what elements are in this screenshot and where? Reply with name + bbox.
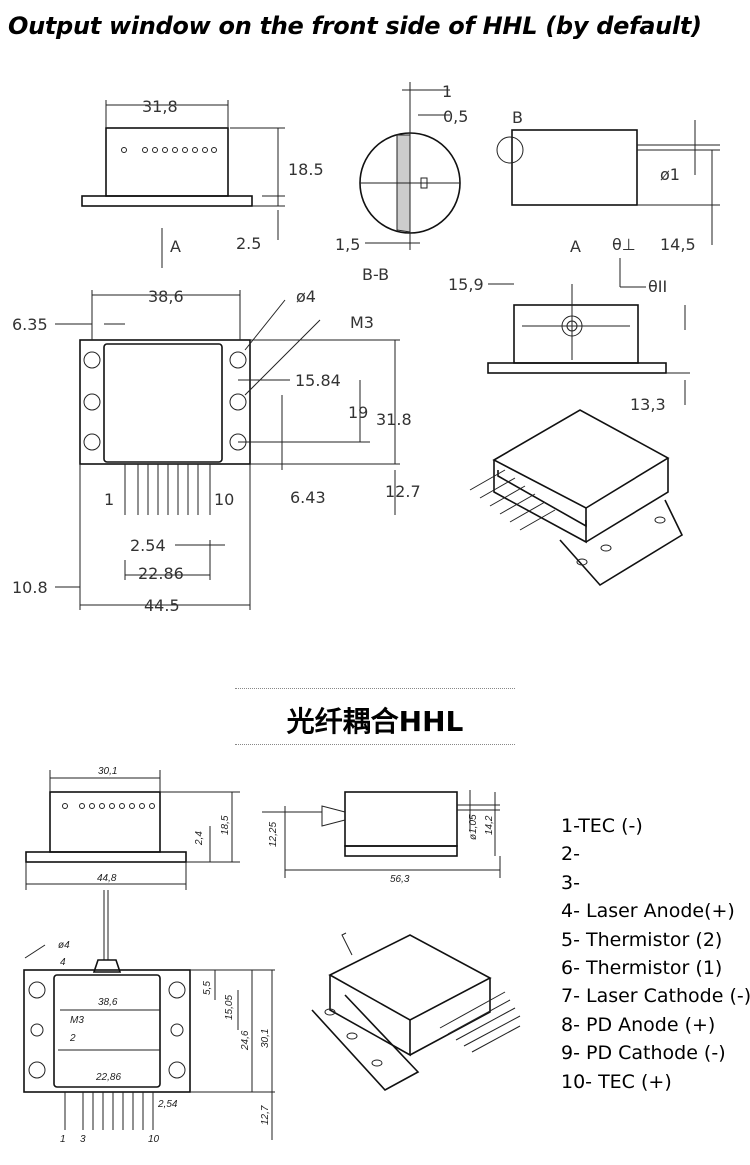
pin-1-label: 1 (104, 490, 114, 509)
pin-list-item: 7- Laser Cathode (-) (561, 985, 750, 1008)
pin-10-label-b: 10 (148, 1134, 160, 1145)
view-b: B ø1 14,5 (496, 108, 720, 254)
dim-15-9: 15,9 (448, 275, 484, 294)
section-bb-label: B-B (362, 265, 389, 284)
view-b-label: B (512, 108, 523, 127)
bottom-side-view: 12,25 ø1,05 14,2 56,3 (262, 790, 501, 885)
dim-10-8: 10.8 (12, 578, 48, 597)
theta-par: θII (648, 277, 667, 296)
dim-d1: ø1 (660, 165, 680, 184)
dim-4-b: 4 (60, 957, 66, 968)
dim-22-86-b: 22,86 (95, 1072, 121, 1083)
theta-perp: θ⊥ (612, 235, 636, 254)
dim-2-54: 2.54 (130, 536, 166, 555)
dim-m3: M3 (350, 313, 374, 332)
pin-list-item: 9- PD Cathode (-) (561, 1042, 726, 1065)
dim-31-8: 31,8 (142, 97, 178, 116)
dim-5-5: 5,5 (202, 981, 213, 995)
dim-1-5: 1,5 (335, 235, 360, 254)
pin-list-item: 2- (561, 843, 580, 866)
dim-m3-b: M3 (70, 1015, 84, 1026)
dim-22-86: 22.86 (138, 564, 184, 583)
dim-56-3: 56,3 (390, 874, 410, 885)
dim-15-05: 15,05 (224, 995, 235, 1020)
dim-0-5: 0,5 (443, 107, 468, 126)
dim-44-5: 44.5 (144, 596, 180, 615)
dim-14-2: 14,2 (484, 815, 495, 835)
pin-list-item: 10- TEC (+) (561, 1070, 672, 1093)
view-a-side: A θ⊥ θII 15,9 13,3 (448, 235, 690, 414)
pin-list-item: 3- (561, 871, 580, 894)
divider-bottom (235, 744, 515, 745)
section-bb-view: 1 0,5 1,5 B-B (335, 82, 468, 284)
page-title: Output window on the front side of HHL (… (8, 12, 702, 40)
top-isometric-view (469, 409, 684, 587)
dim-38-6: 38,6 (148, 287, 184, 306)
dim-2-54-b: 2,54 (157, 1099, 178, 1110)
dim-31-8b: 31.8 (376, 410, 412, 429)
dim-19: 19 (348, 403, 368, 422)
section-title: 光纤耦合HHL (286, 705, 464, 738)
pin-10-label: 10 (214, 490, 234, 509)
dim-1: 1 (442, 82, 452, 101)
bottom-isometric-view (311, 932, 521, 1092)
dim-12-25: 12,25 (268, 822, 279, 847)
dim-2-b: 2 (69, 1033, 76, 1044)
dim-6-43: 6.43 (290, 488, 326, 507)
dim-30-1: 30,1 (98, 766, 117, 777)
bottom-front-view: 30,1 2,4 18,5 44,8 (25, 766, 240, 890)
view-a-label: A (170, 237, 181, 256)
pin-list-item: 6- Thermistor (1) (561, 957, 723, 980)
pin-list-item: 1-TEC (-) (561, 815, 643, 837)
pin-list-item: 5- Thermistor (2) (561, 928, 723, 951)
view-a2-label: A (570, 237, 581, 256)
dim-30-1-b: 30,1 (260, 1029, 271, 1048)
dim-d1-05: ø1,05 (468, 814, 479, 840)
dim-24-6: 24,6 (240, 1030, 251, 1051)
pin-list-item: 8- PD Anode (+) (561, 1013, 716, 1036)
pin-list-item: 4- Laser Anode(+) (561, 900, 735, 923)
dim-18-5: 18.5 (288, 160, 324, 179)
dim-38-6-b: 38,6 (98, 997, 118, 1008)
pin-1-label-b: 1 (60, 1134, 66, 1145)
dim-2-4: 2,4 (194, 831, 205, 846)
dim-18-5b: 18,5 (220, 815, 231, 835)
top-plan-view: 38,6 ø4 M3 6.35 15.84 19 31.8 1 10 6.43 … (12, 287, 421, 615)
bottom-plan-view: ø4 4 5,5 38,6 15,05 M3 2 24,6 30,1 22,86… (23, 890, 275, 1145)
dim-15-84: 15.84 (295, 371, 341, 390)
dim-12-7: 12.7 (385, 482, 421, 501)
dim-12-7-b: 12,7 (260, 1105, 271, 1125)
dim-d4: ø4 (296, 287, 316, 306)
dim-14-5: 14,5 (660, 235, 696, 254)
dim-6-35: 6.35 (12, 315, 48, 334)
pin-list: 1-TEC (-) 2- 3- 4- Laser Anode(+) 5- The… (561, 812, 750, 1096)
dim-13-3: 13,3 (630, 395, 666, 414)
pin-3-label-b: 3 (80, 1134, 86, 1145)
divider-top (235, 688, 515, 689)
top-front-view: 31,8 18.5 2.5 A (81, 97, 324, 268)
dim-2-5: 2.5 (236, 234, 261, 253)
dim-d4-b: ø4 (58, 940, 70, 951)
dim-44-8: 44,8 (97, 873, 117, 884)
